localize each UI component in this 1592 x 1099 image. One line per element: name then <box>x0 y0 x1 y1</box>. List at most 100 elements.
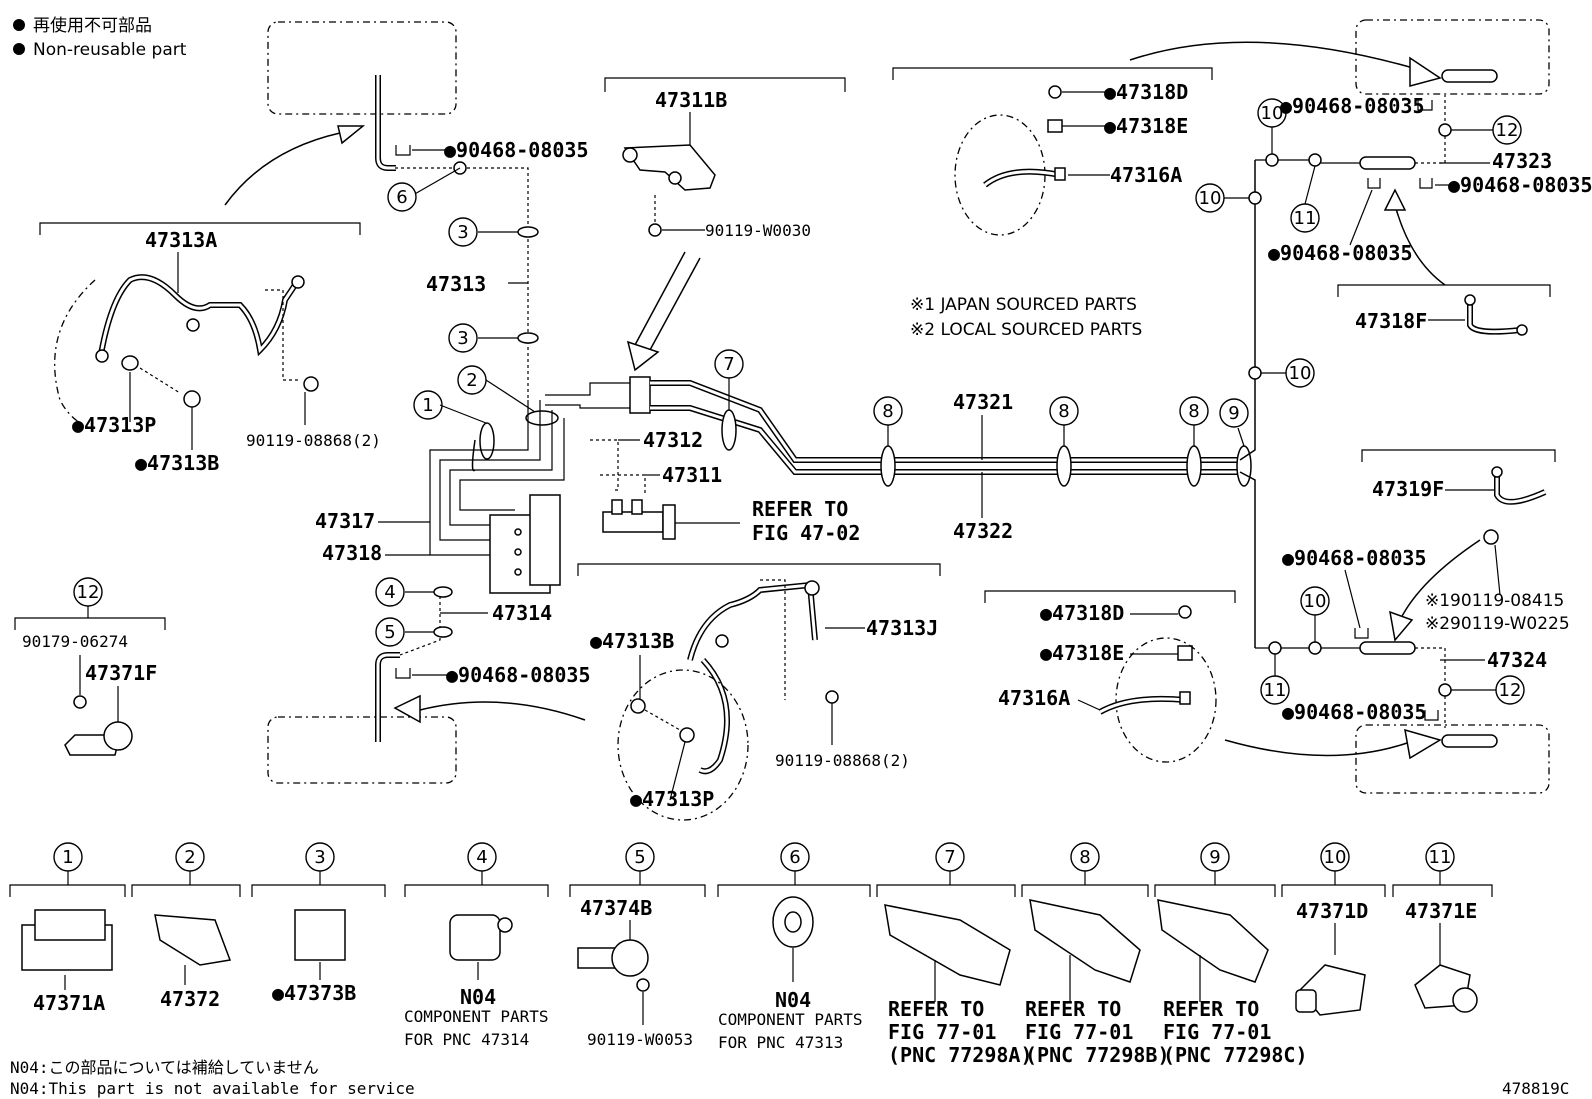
part-47317: 47317 <box>315 509 375 533</box>
part-90119-W0030: 90119-W0030 <box>705 221 811 240</box>
part-90119-08868: 90119-08868(2) <box>775 751 910 770</box>
part-47323: 47323 <box>1492 149 1552 173</box>
part-47318E: ●47318E <box>1104 114 1188 138</box>
callout-9: 9 <box>1209 847 1220 868</box>
refer-fig-77-01: FIG 77-01 <box>1163 1020 1271 1044</box>
part-47318D: ●47318D <box>1040 601 1124 625</box>
callout-7: 7 <box>944 847 955 868</box>
callout-12: 12 <box>1496 120 1519 141</box>
part-47318D: ●47318D <box>1104 80 1188 104</box>
callout-8: 8 <box>1079 847 1090 868</box>
part-90119-W0225: ※290119-W0225 <box>1425 614 1570 634</box>
junction-block <box>629 376 651 414</box>
part-90468-08035: ●90468-08035 <box>1448 173 1592 197</box>
part-47313: 47313 <box>426 272 486 296</box>
part-90468-08035: ●90468-08035 <box>1282 546 1427 570</box>
part-90468-08035: ●90468-08035 <box>446 663 591 687</box>
part-90468-08035: ●90468-08035 <box>1280 94 1425 118</box>
part-47322: 47322 <box>953 519 1013 543</box>
legend-jp: 再使用不可部品 <box>33 15 152 36</box>
part-47371F: 47371F <box>85 661 157 685</box>
part-47373B: ●47373B <box>272 981 356 1005</box>
part-90468-08035: ●90468-08035 <box>1268 241 1413 265</box>
callout-12: 12 <box>77 582 100 603</box>
part-47321: 47321 <box>953 390 1013 414</box>
callout-9: 9 <box>1228 403 1239 424</box>
part-47371D: 47371D <box>1296 899 1368 923</box>
part-47313P: ●47313P <box>630 787 714 811</box>
n04-for-pnc-47313: FOR PNC 47313 <box>718 1033 843 1052</box>
callout-7: 7 <box>723 354 734 375</box>
part-90119-08415: ※190119-08415 <box>1425 591 1564 611</box>
callout-6: 6 <box>396 187 407 208</box>
callout-10: 10 <box>1199 188 1222 209</box>
vehicle-body-box-bottom-left <box>267 716 457 784</box>
part-47313B: ●47313B <box>590 629 674 653</box>
bullet-icon <box>13 19 25 31</box>
part-47314: 47314 <box>492 601 552 625</box>
callout-2: 2 <box>466 370 477 391</box>
part-47316A: 47316A <box>1110 163 1182 187</box>
master-cylinder <box>602 511 664 533</box>
callout-4: 4 <box>476 847 487 868</box>
callout-1: 1 <box>422 395 433 416</box>
callout-1: 1 <box>62 847 73 868</box>
callout-5: 5 <box>634 847 645 868</box>
callout-11: 11 <box>1264 680 1287 701</box>
callout-11: 11 <box>1294 208 1317 229</box>
part-47318: 47318 <box>322 541 382 565</box>
callout-2: 2 <box>184 847 195 868</box>
figure-id: 478819C <box>1502 1079 1569 1098</box>
part-47319F: 47319F <box>1372 477 1444 501</box>
legend-en: Non-reusable part <box>33 40 187 60</box>
part-47313P: ●47313P <box>72 413 156 437</box>
callout-8: 8 <box>882 401 893 422</box>
part-47313B: ●47313B <box>135 451 219 475</box>
callout-3: 3 <box>314 847 325 868</box>
bullet-icon <box>13 43 25 55</box>
callout-3: 3 <box>457 328 468 349</box>
callout-12: 12 <box>1499 680 1522 701</box>
callout-10: 10 <box>1261 103 1284 124</box>
part-90179-06274: 90179-06274 <box>22 632 128 651</box>
part-47372: 47372 <box>160 987 220 1011</box>
part-47371A: 47371A <box>33 991 105 1015</box>
part-47313A: 47313A <box>145 228 217 252</box>
note-local-sourced: ※2 LOCAL SOURCED PARTS <box>910 320 1142 340</box>
callout-5: 5 <box>384 622 395 643</box>
part-47318E: ●47318E <box>1040 641 1124 665</box>
n04-label: N04 <box>460 985 496 1009</box>
refer-pnc-77298C: (PNC 77298C) <box>1163 1043 1308 1067</box>
callout-6: 6 <box>789 847 800 868</box>
part-47374B: 47374B <box>580 896 652 920</box>
callout-11: 11 <box>1429 847 1452 868</box>
callout-8: 8 <box>1058 401 1069 422</box>
callout-10: 10 <box>1289 363 1312 384</box>
part-47313J: 47313J <box>866 616 938 640</box>
part-47324: 47324 <box>1487 648 1547 672</box>
part-47311B: 47311B <box>655 88 727 112</box>
refer-fig-47-02-line1: REFER TO <box>752 497 848 521</box>
n04-component-parts: COMPONENT PARTS <box>404 1007 549 1026</box>
part-47318F: 47318F <box>1355 309 1427 333</box>
part-90119-08868: 90119-08868(2) <box>246 431 381 450</box>
callout-10: 10 <box>1324 847 1347 868</box>
vehicle-body-box-top-right <box>1355 19 1550 95</box>
refer-pnc-77298B: (PNC 77298B) <box>1025 1043 1170 1067</box>
part-47371E: 47371E <box>1405 899 1477 923</box>
n04-label: N04 <box>775 988 811 1012</box>
part-90119-W0053: 90119-W0053 <box>587 1030 693 1049</box>
part-47311: 47311 <box>662 463 722 487</box>
note-n04-jp: N04:この部品については補給していません <box>10 1058 319 1077</box>
callout-3: 3 <box>457 222 468 243</box>
refer-pnc-77298A: (PNC 77298A) <box>888 1043 1033 1067</box>
part-90468-08035: ●90468-08035 <box>1282 700 1427 724</box>
callout-10: 10 <box>1304 591 1327 612</box>
refer-fig-47-02-line2: FIG 47-02 <box>752 521 860 545</box>
callout-4: 4 <box>384 582 395 603</box>
part-47316A: 47316A <box>998 686 1070 710</box>
n04-component-parts: COMPONENT PARTS <box>718 1010 863 1029</box>
vehicle-body-box-bottom-right <box>1355 724 1550 794</box>
refer-to: REFER TO <box>1163 997 1259 1021</box>
